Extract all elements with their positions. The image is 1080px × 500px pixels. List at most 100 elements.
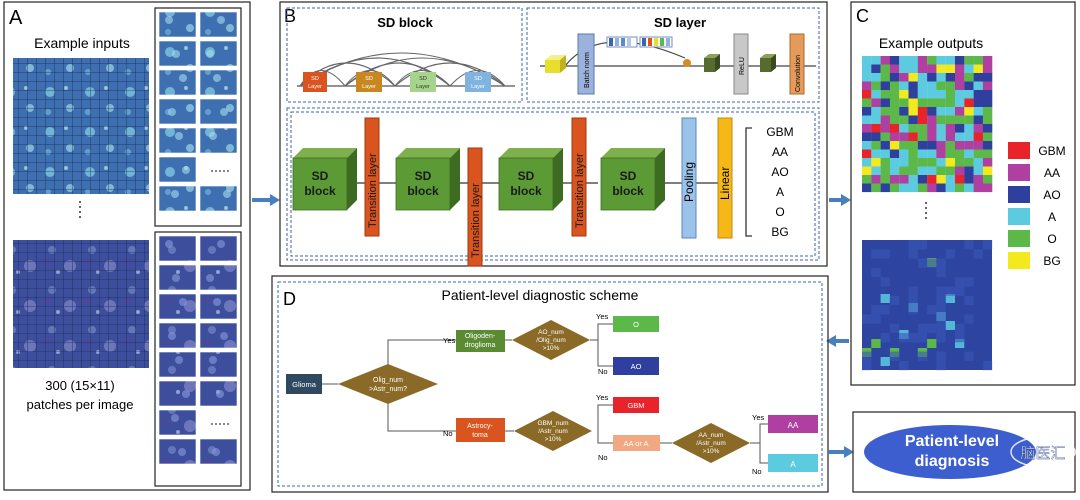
heatmap-cell: [880, 175, 890, 184]
heatmap-cell: [871, 183, 881, 193]
heatmap-cell: [862, 158, 872, 167]
yes-label-4: Yes: [752, 413, 764, 422]
conv-input-cube: [760, 54, 776, 72]
arrow-a-to-b-head: [270, 194, 280, 206]
heatmap-cell: [871, 175, 881, 184]
heatmap-cell: [899, 158, 909, 167]
heatmap-cell: [862, 351, 872, 361]
heatmap-cell: [964, 240, 974, 250]
sd-layer-box-1: SD Layer: [303, 72, 327, 92]
heatmap-cell: [936, 323, 946, 333]
heatmap-cell: [927, 107, 937, 116]
watermark-text: 脑医汇: [1020, 445, 1065, 462]
heatmap-cell: [880, 357, 890, 366]
astrocytoma-box: Astrocy-toma: [456, 418, 505, 442]
patch-texture: [206, 50, 214, 58]
heatmap-cell: [917, 98, 928, 108]
patch-ellipsis-dot: [227, 423, 229, 425]
heatmap-cell: [889, 98, 900, 108]
patch-ellipsis-dot: [219, 423, 221, 425]
output-heatmap-top: [862, 56, 993, 193]
result-aa-label: AA: [788, 421, 799, 430]
heatmap-cell: [917, 333, 928, 343]
heatmap-cell: [964, 141, 974, 150]
heatmap-cell: [927, 56, 937, 65]
heatmap-cell: [955, 141, 965, 150]
heatmap-cell: [899, 183, 909, 193]
heatmap-cell: [945, 321, 955, 330]
result-aa-or-a-label: AA or A: [623, 439, 648, 448]
panel-c-letter: C: [856, 6, 869, 26]
patches-caption-line2: patches per image: [27, 397, 134, 412]
heatmap-cell: [982, 166, 993, 176]
heatmap-cell: [936, 64, 946, 74]
heatmap-cell: [973, 124, 983, 133]
heatmap-cell: [862, 314, 872, 324]
patch-texture: [206, 274, 214, 282]
heatmap-cell: [871, 124, 881, 133]
heatmap-cell: [917, 81, 928, 91]
heatmap-cell: [945, 90, 956, 99]
heatmap-cell: [955, 175, 965, 184]
astrocytoma-label: Astrocy-toma: [467, 423, 493, 439]
yes-label-3: Yes: [596, 393, 608, 402]
heatmap-cell: [880, 149, 890, 159]
heatmap-cell: [955, 56, 965, 65]
heatmap-cell: [917, 149, 928, 159]
heatmap-cell: [973, 166, 983, 176]
heatmap-cell: [955, 149, 965, 159]
heatmap-cell: [862, 360, 872, 371]
heatmap-cell: [936, 333, 946, 343]
example-outputs-title: Example outputs: [879, 35, 983, 51]
transition-layer-label: Transition layer: [367, 153, 379, 228]
svg-text:SD: SD: [419, 76, 427, 82]
heatmap-cell: [973, 132, 983, 142]
patch-texture: [175, 356, 183, 364]
output-heatmap-bottom: [862, 240, 993, 371]
heatmap-cell: [862, 56, 872, 65]
heatmap-cell: [917, 258, 928, 268]
heatmap-cell: [899, 333, 909, 343]
patch-texture: [212, 448, 220, 456]
patch-ellipsis-dot: [223, 423, 225, 425]
panel-b: B SD block SD Layer: [279, 1, 828, 267]
heatmap-cell: [964, 90, 974, 99]
oligodendroglioma-box: Oligoden-droglioma: [456, 330, 505, 352]
result-o-label: O: [633, 320, 639, 329]
convolution-label: Convolution: [795, 55, 802, 92]
heatmap-cell: [964, 56, 974, 65]
decision-ao-ratio: AO_num/Olig_num>10%: [512, 320, 590, 360]
heatmap-cell: [908, 98, 918, 108]
heatmap-cell: [973, 183, 983, 193]
patch-thumbnail: [158, 98, 197, 125]
heatmap-cell: [862, 98, 872, 108]
heatmap-cell: [964, 107, 974, 116]
relu-label: ReLU: [739, 57, 746, 75]
patch-texture: [171, 190, 179, 198]
heatmap-cell: [880, 124, 890, 133]
glioma-label: Glioma: [292, 380, 317, 389]
heatmap-cell: [899, 132, 909, 142]
heatmap-cell: [936, 158, 946, 167]
patch-thumbnail: [158, 322, 197, 349]
heatmap-cell: [917, 351, 928, 361]
heatmap-cell: [964, 277, 974, 287]
heatmap-cell: [871, 141, 881, 150]
heatmap-cell: [908, 240, 918, 250]
heatmap-cell: [917, 73, 928, 82]
heatmap-cell: [982, 132, 993, 142]
heatmap-cell: [955, 107, 965, 116]
heatmap-cell: [936, 286, 946, 296]
no-label-1: No: [443, 429, 453, 438]
heatmap-cell: [927, 323, 937, 333]
panel-d: D Patient-level diagnostic scheme Glioma…: [271, 275, 829, 493]
patch-thumbnail: [199, 11, 238, 38]
heatmap-cell: [964, 166, 974, 176]
heatmap-cell: [982, 158, 993, 167]
svg-text:SD: SD: [365, 76, 373, 82]
heatmap-cell: [880, 64, 890, 74]
heatmap-cell: [889, 149, 900, 159]
heatmap-cell: [973, 175, 983, 184]
